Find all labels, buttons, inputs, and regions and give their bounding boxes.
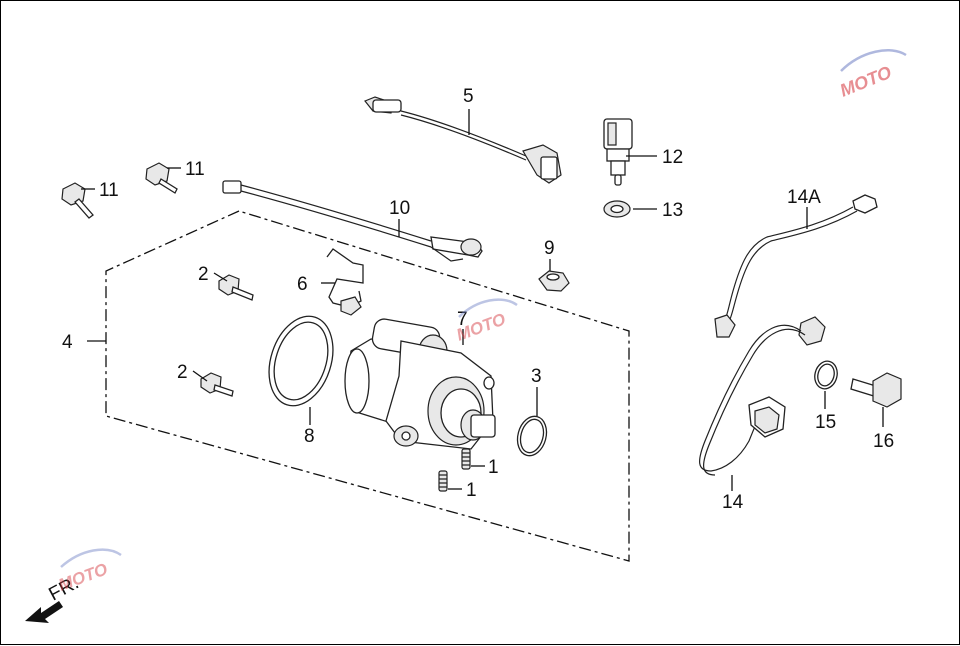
callout-16: 16 xyxy=(873,431,894,452)
callout-13: 13 xyxy=(662,200,683,221)
front-arrow-icon xyxy=(25,601,63,623)
callout-8: 8 xyxy=(304,426,315,447)
part-9-nut[interactable] xyxy=(538,270,570,292)
callout-1-a: 1 xyxy=(488,457,499,478)
assembly-boundary-4 xyxy=(105,210,630,562)
part-14-wire-harness[interactable] xyxy=(699,316,826,476)
part-7-starter-motor[interactable] xyxy=(344,317,496,450)
part-12-temperature-sensor[interactable] xyxy=(603,118,633,186)
callout-9: 9 xyxy=(544,238,555,259)
part-11-bolt-a[interactable] xyxy=(61,182,94,219)
watermark-logo-top-right: MOTO xyxy=(837,49,907,101)
callout-6: 6 xyxy=(297,274,308,295)
callout-labels: 5 12 13 10 9 11 11 2 2 6 4 7 3 8 1 1 14A… xyxy=(62,86,894,513)
part-5-sensor-cable[interactable] xyxy=(364,96,562,184)
callout-3: 3 xyxy=(531,366,542,387)
part-1-spring-a[interactable] xyxy=(461,448,471,470)
callout-5: 5 xyxy=(463,86,474,107)
callout-7: 7 xyxy=(457,309,468,330)
part-1-spring-b[interactable] xyxy=(438,470,448,492)
callout-11-a: 11 xyxy=(99,180,119,201)
callout-12: 12 xyxy=(662,147,683,168)
part-6-bracket[interactable] xyxy=(326,248,364,316)
part-10-cable[interactable] xyxy=(222,180,483,262)
part-2-bolt-a[interactable] xyxy=(218,274,254,301)
part-3-o-ring[interactable] xyxy=(513,413,550,459)
part-8-gasket[interactable] xyxy=(258,308,343,414)
part-15-o-ring[interactable] xyxy=(812,359,840,392)
callout-1-b: 1 xyxy=(466,480,477,501)
callout-2-b: 2 xyxy=(177,362,188,383)
part-11-bolt-b[interactable] xyxy=(145,162,178,194)
part-16-bolt[interactable] xyxy=(850,372,902,408)
callout-14a: 14A xyxy=(787,187,821,208)
part-14a-wire-harness[interactable] xyxy=(714,194,878,338)
callout-11-b: 11 xyxy=(185,159,205,180)
callout-15: 15 xyxy=(815,412,836,433)
callout-14: 14 xyxy=(722,492,744,513)
callout-2-a: 2 xyxy=(198,264,209,285)
leader-lines xyxy=(81,109,884,491)
callout-10: 10 xyxy=(389,198,410,219)
callout-4: 4 xyxy=(62,332,73,353)
watermark-logo-bottom-left: MOTO xyxy=(56,548,122,595)
part-2-bolt-b[interactable] xyxy=(200,372,234,397)
part-13-washer[interactable] xyxy=(603,200,631,218)
